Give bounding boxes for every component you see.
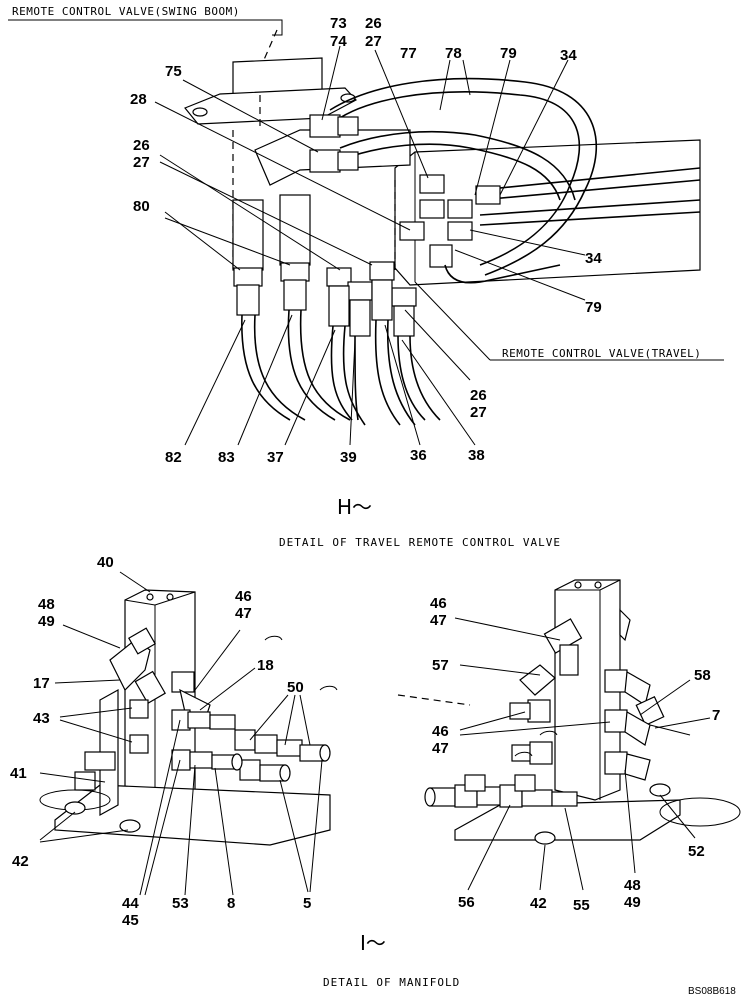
detail-i-caption: DETAIL OF MANIFOLD	[323, 976, 460, 989]
detail-h-caption: DETAIL OF TRAVEL REMOTE CONTROL VALVE	[279, 536, 561, 549]
callout-79: 79	[500, 45, 517, 62]
callout-58: 58	[694, 667, 711, 684]
right-fittings-row	[424, 774, 578, 808]
callout-28: 28	[130, 91, 147, 108]
callout-18: 18	[257, 657, 274, 674]
callout-45: 45	[122, 912, 139, 929]
manifold-left-view: 40 48 49 46 47 18 17 43 50 41 42 44 45 5…	[10, 554, 338, 929]
callout-49-right: 49	[624, 894, 641, 911]
callout-73: 73	[330, 15, 347, 32]
callout-47-right-top: 47	[430, 612, 447, 629]
callout-56: 56	[458, 894, 475, 911]
callout-38: 38	[468, 447, 485, 464]
callout-39: 39	[340, 449, 357, 466]
callout-44: 44	[122, 895, 139, 912]
callout-26-bottom: 26	[470, 387, 487, 404]
callout-34-right: 34	[585, 250, 602, 267]
callout-8: 8	[227, 895, 235, 912]
pilot-hoses	[232, 194, 441, 426]
callout-27: 27	[365, 33, 382, 50]
callout-48-right: 48	[624, 877, 641, 894]
callout-80: 80	[133, 198, 150, 215]
callout-41: 41	[10, 765, 27, 782]
callout-37: 37	[267, 449, 284, 466]
callout-46: 46	[235, 588, 252, 605]
callout-26: 26	[365, 15, 382, 32]
callout-55: 55	[573, 897, 590, 914]
callout-27-bottom: 27	[470, 404, 487, 421]
detail-h-symbol: H～	[337, 495, 372, 519]
callout-49: 49	[38, 613, 55, 630]
callout-46-right-mid: 46	[432, 723, 449, 740]
callout-52: 52	[688, 843, 705, 860]
callout-27-left: 27	[133, 154, 150, 171]
detail-i-symbol: I～	[360, 931, 386, 955]
callout-40: 40	[97, 554, 114, 571]
callout-83: 83	[218, 449, 235, 466]
callout-43: 43	[33, 710, 50, 727]
manifold-right-view: 46 47 57 58 46 47 7 52 48 49 56 42 55	[397, 579, 741, 914]
callout-53: 53	[172, 895, 189, 912]
callout-36: 36	[410, 447, 427, 464]
callout-82: 82	[165, 449, 182, 466]
manifold-fittings-row	[171, 709, 331, 782]
callout-42-right: 42	[530, 895, 547, 912]
drawing-code: BS08B618	[688, 986, 736, 997]
callout-47: 47	[235, 605, 252, 622]
callout-47-right-mid: 47	[432, 740, 449, 757]
callout-26-left: 26	[133, 137, 150, 154]
swing-boom-valve-label: REMOTE CONTROL VALVE(SWING BOOM)	[12, 5, 240, 18]
callout-79-right: 79	[585, 299, 602, 316]
travel-valve-label: REMOTE CONTROL VALVE(TRAVEL)	[502, 347, 701, 360]
callout-77: 77	[400, 45, 417, 62]
callout-50: 50	[287, 679, 304, 696]
callout-78: 78	[445, 45, 462, 62]
callout-17: 17	[33, 675, 50, 692]
callout-42: 42	[12, 853, 29, 870]
callout-75: 75	[165, 63, 182, 80]
callout-57: 57	[432, 657, 449, 674]
callout-46-right-top: 46	[430, 595, 447, 612]
travel-valve-assembly-drawing: REMOTE CONTROL VALVE(SWING BOOM)	[8, 5, 724, 549]
callout-7: 7	[712, 707, 720, 724]
callout-74: 74	[330, 33, 347, 50]
callout-34: 34	[560, 47, 577, 64]
callout-48: 48	[38, 596, 55, 613]
callout-5: 5	[303, 895, 311, 912]
